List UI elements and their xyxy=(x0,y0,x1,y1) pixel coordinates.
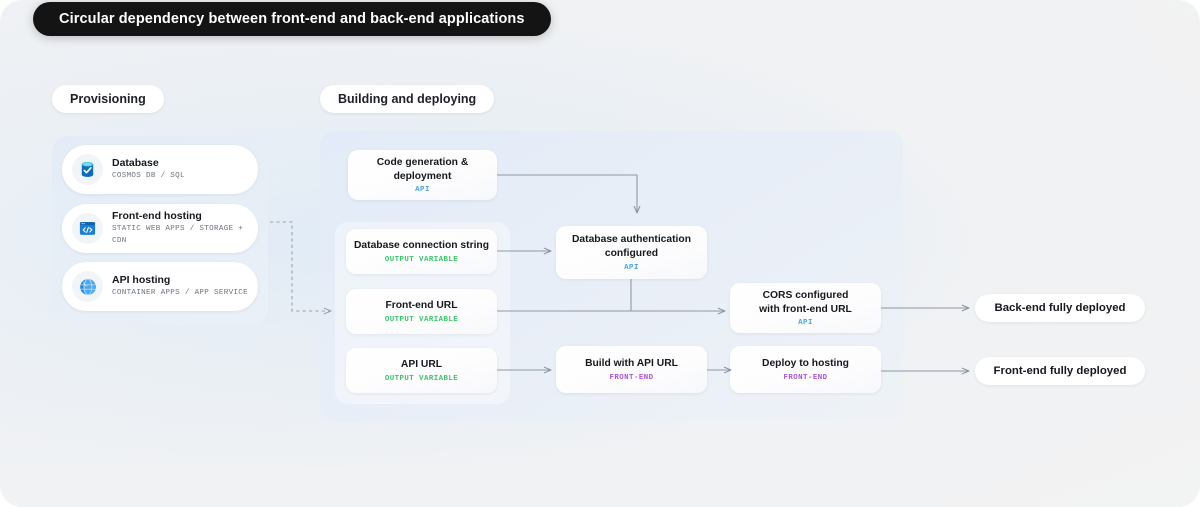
node-cors-configured-tag: API xyxy=(798,319,813,328)
node-frontend-url[interactable]: Front-end URL OUTPUT VARIABLE xyxy=(346,289,497,334)
node-database-connection-string-label: Database connection string xyxy=(353,240,490,252)
node-deploy-to-hosting-tag: FRONT-END xyxy=(783,373,828,382)
node-database-connection-string[interactable]: Database connection string OUTPUT VARIAB… xyxy=(346,229,497,274)
provisioning-item-frontend-hosting-text: Front-end hosting STATIC WEB APPS / STOR… xyxy=(112,210,258,247)
node-deploy-to-hosting[interactable]: Deploy to hosting FRONT-END xyxy=(730,346,881,393)
node-frontend-url-tag: OUTPUT VARIABLE xyxy=(384,315,459,324)
result-frontend-fully-deployed-label: Front-end fully deployed xyxy=(993,365,1127,377)
database-icon xyxy=(72,154,103,185)
provisioning-item-api-hosting[interactable]: API hosting CONTAINER APPS / APP SERVICE xyxy=(62,262,258,311)
provisioning-item-frontend-hosting-sub: STATIC WEB APPS / STORAGE + CDN xyxy=(112,225,244,245)
section-chip-provisioning-label: Provisioning xyxy=(70,92,146,106)
provisioning-item-database-title: Database xyxy=(112,156,159,169)
node-api-url-tag: OUTPUT VARIABLE xyxy=(384,374,459,383)
node-code-generation-label: Code generation &deployment xyxy=(376,156,469,182)
result-backend-fully-deployed-label: Back-end fully deployed xyxy=(994,302,1126,314)
section-chip-building: Building and deploying xyxy=(320,85,495,113)
provisioning-item-frontend-hosting-title: Front-end hosting xyxy=(112,210,202,223)
node-code-generation[interactable]: Code generation &deployment API xyxy=(348,150,497,200)
node-deploy-to-hosting-label: Deploy to hosting xyxy=(762,358,849,370)
provisioning-item-database-text: Database COSMOS DB / SQL xyxy=(112,157,185,183)
provisioning-item-api-hosting-title: API hosting xyxy=(112,273,171,286)
node-database-authentication-tag: API xyxy=(624,263,639,272)
diagram-title-bar: Circular dependency between front-end an… xyxy=(33,2,551,36)
section-chip-provisioning: Provisioning xyxy=(52,85,164,113)
code-window-icon xyxy=(72,213,103,244)
provisioning-item-frontend-hosting[interactable]: Front-end hosting STATIC WEB APPS / STOR… xyxy=(62,204,258,253)
result-frontend-fully-deployed: Front-end fully deployed xyxy=(975,357,1145,385)
section-chip-building-label: Building and deploying xyxy=(338,92,477,106)
provisioning-item-database-sub: COSMOS DB / SQL xyxy=(112,171,185,180)
result-backend-fully-deployed: Back-end fully deployed xyxy=(975,294,1145,322)
page-title: Circular dependency between front-end an… xyxy=(59,11,525,27)
node-frontend-url-label: Front-end URL xyxy=(385,300,458,312)
node-build-with-api-url[interactable]: Build with API URL FRONT-END xyxy=(556,346,707,393)
node-build-with-api-url-label: Build with API URL xyxy=(585,358,678,370)
node-code-generation-tag: API xyxy=(415,186,430,195)
node-api-url-label: API URL xyxy=(400,359,443,371)
provisioning-item-api-hosting-sub: CONTAINER APPS / APP SERVICE xyxy=(112,288,248,297)
node-api-url[interactable]: API URL OUTPUT VARIABLE xyxy=(346,348,497,393)
provisioning-item-database[interactable]: Database COSMOS DB / SQL xyxy=(62,145,258,194)
node-build-with-api-url-tag: FRONT-END xyxy=(609,373,654,382)
provisioning-item-api-hosting-text: API hosting CONTAINER APPS / APP SERVICE xyxy=(112,274,248,300)
globe-icon xyxy=(72,271,103,302)
node-database-connection-string-tag: OUTPUT VARIABLE xyxy=(384,255,459,264)
